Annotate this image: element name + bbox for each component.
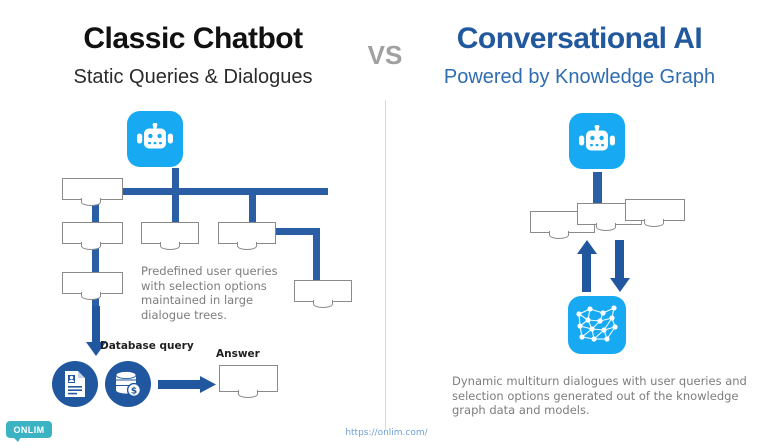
dialogue-node[interactable]: [62, 178, 123, 200]
connector-branch-right: [249, 191, 256, 223]
onlim-logo-text: ONLIM: [13, 424, 45, 435]
connector-trunk-horizontal: [116, 188, 328, 195]
dialogue-node[interactable]: [62, 272, 123, 294]
connector-robot-stem: [593, 172, 602, 204]
up-arrow-to-dialogue: [577, 240, 597, 292]
connector-far-right-horizontal: [262, 228, 320, 235]
svg-text:$: $: [131, 386, 137, 396]
connector-far-right-vertical: [313, 228, 320, 282]
right-arrow-to-answer: [158, 376, 216, 393]
left-description-text: Predefined user queries with selection o…: [141, 264, 278, 322]
connector-robot-stem: [172, 168, 179, 192]
connector-branch-left: [92, 191, 99, 309]
column-divider: [385, 100, 386, 430]
right-column-title: Conversational AI: [456, 22, 703, 55]
robot-icon: [127, 111, 183, 167]
knowledge-graph-icon: [568, 296, 626, 354]
onlim-logo[interactable]: ONLIM: [6, 421, 52, 442]
answer-label: Answer: [216, 348, 260, 360]
answer-box[interactable]: [219, 365, 278, 392]
document-icon: [52, 361, 98, 407]
left-column-subtitle: Static Queries & Dialogues: [73, 66, 313, 88]
right-description-text: Dynamic multiturn dialogues with user qu…: [452, 374, 747, 417]
versus-label: VS: [367, 40, 403, 70]
dialogue-node[interactable]: [294, 280, 352, 302]
dialogue-bubble[interactable]: [625, 199, 685, 221]
site-url[interactable]: https://onlim.com/: [345, 428, 428, 438]
down-arrow-to-knowledge-graph: [610, 240, 630, 292]
robot-icon: [569, 113, 625, 169]
database-query-label: Database query: [100, 340, 194, 352]
database-money-icon: $: [105, 361, 151, 407]
dialogue-node[interactable]: [141, 222, 199, 244]
down-arrow-to-database: [86, 306, 106, 356]
right-column-subtitle: Powered by Knowledge Graph: [443, 66, 716, 88]
dialogue-node[interactable]: [62, 222, 123, 244]
dialogue-node[interactable]: [218, 222, 276, 244]
connector-branch-middle: [172, 191, 179, 223]
left-column-title: Classic Chatbot: [83, 22, 303, 55]
